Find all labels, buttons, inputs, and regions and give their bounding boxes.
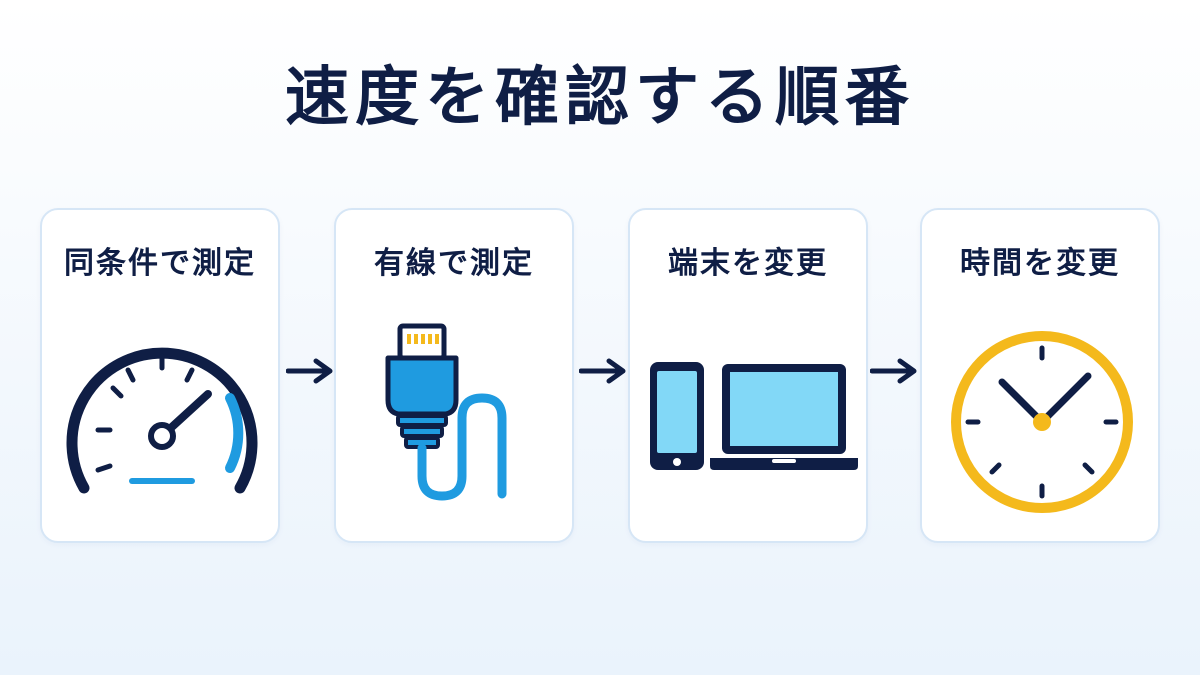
- step-card-wired: 有線で測定: [334, 208, 574, 543]
- arrow-right-icon: [579, 358, 626, 384]
- step-label: 端末を変更: [668, 246, 828, 281]
- devices-icon: [650, 362, 858, 470]
- page-title: 速度を確認する順番: [285, 61, 915, 135]
- speedometer-icon: [66, 347, 258, 494]
- step-card-same-conditions: 同条件で測定: [40, 208, 280, 543]
- step-label: 時間を変更: [960, 246, 1120, 281]
- smartphone-icon: [650, 362, 704, 470]
- step-card-change-device: 端末を変更: [628, 208, 868, 543]
- step-card-change-time: 時間を変更: [920, 208, 1160, 543]
- arrow-right-icon: [286, 358, 333, 384]
- step-label: 有線で測定: [374, 246, 534, 281]
- clock-icon: [951, 331, 1133, 513]
- step-label: 同条件で測定: [64, 246, 256, 281]
- ethernet-cable-icon: [385, 323, 507, 501]
- laptop-icon: [710, 364, 858, 470]
- arrow-right-icon: [870, 358, 917, 384]
